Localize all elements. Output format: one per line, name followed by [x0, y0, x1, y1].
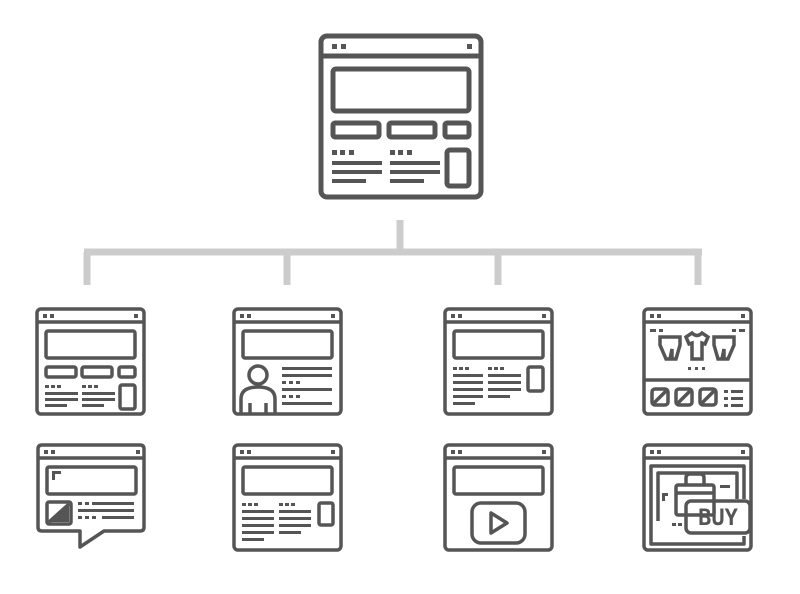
video-page-layout-icon: [443, 443, 554, 552]
shop-checkout-layout-icon: BUY: [642, 443, 753, 552]
product-catalog-layout-icon: [642, 307, 753, 416]
buy-badge-label: BUY: [698, 506, 738, 531]
buy-badge-box: [684, 499, 752, 535]
profile-page-layout-icon: [232, 307, 343, 416]
chat-comment-page-layout-icon: [36, 443, 146, 549]
landing-page-layout-icon: [35, 307, 146, 416]
blog-post-layout-icon: [232, 443, 343, 552]
article-page-layout-icon: [443, 307, 554, 416]
homepage-layout-icon: [318, 33, 484, 200]
